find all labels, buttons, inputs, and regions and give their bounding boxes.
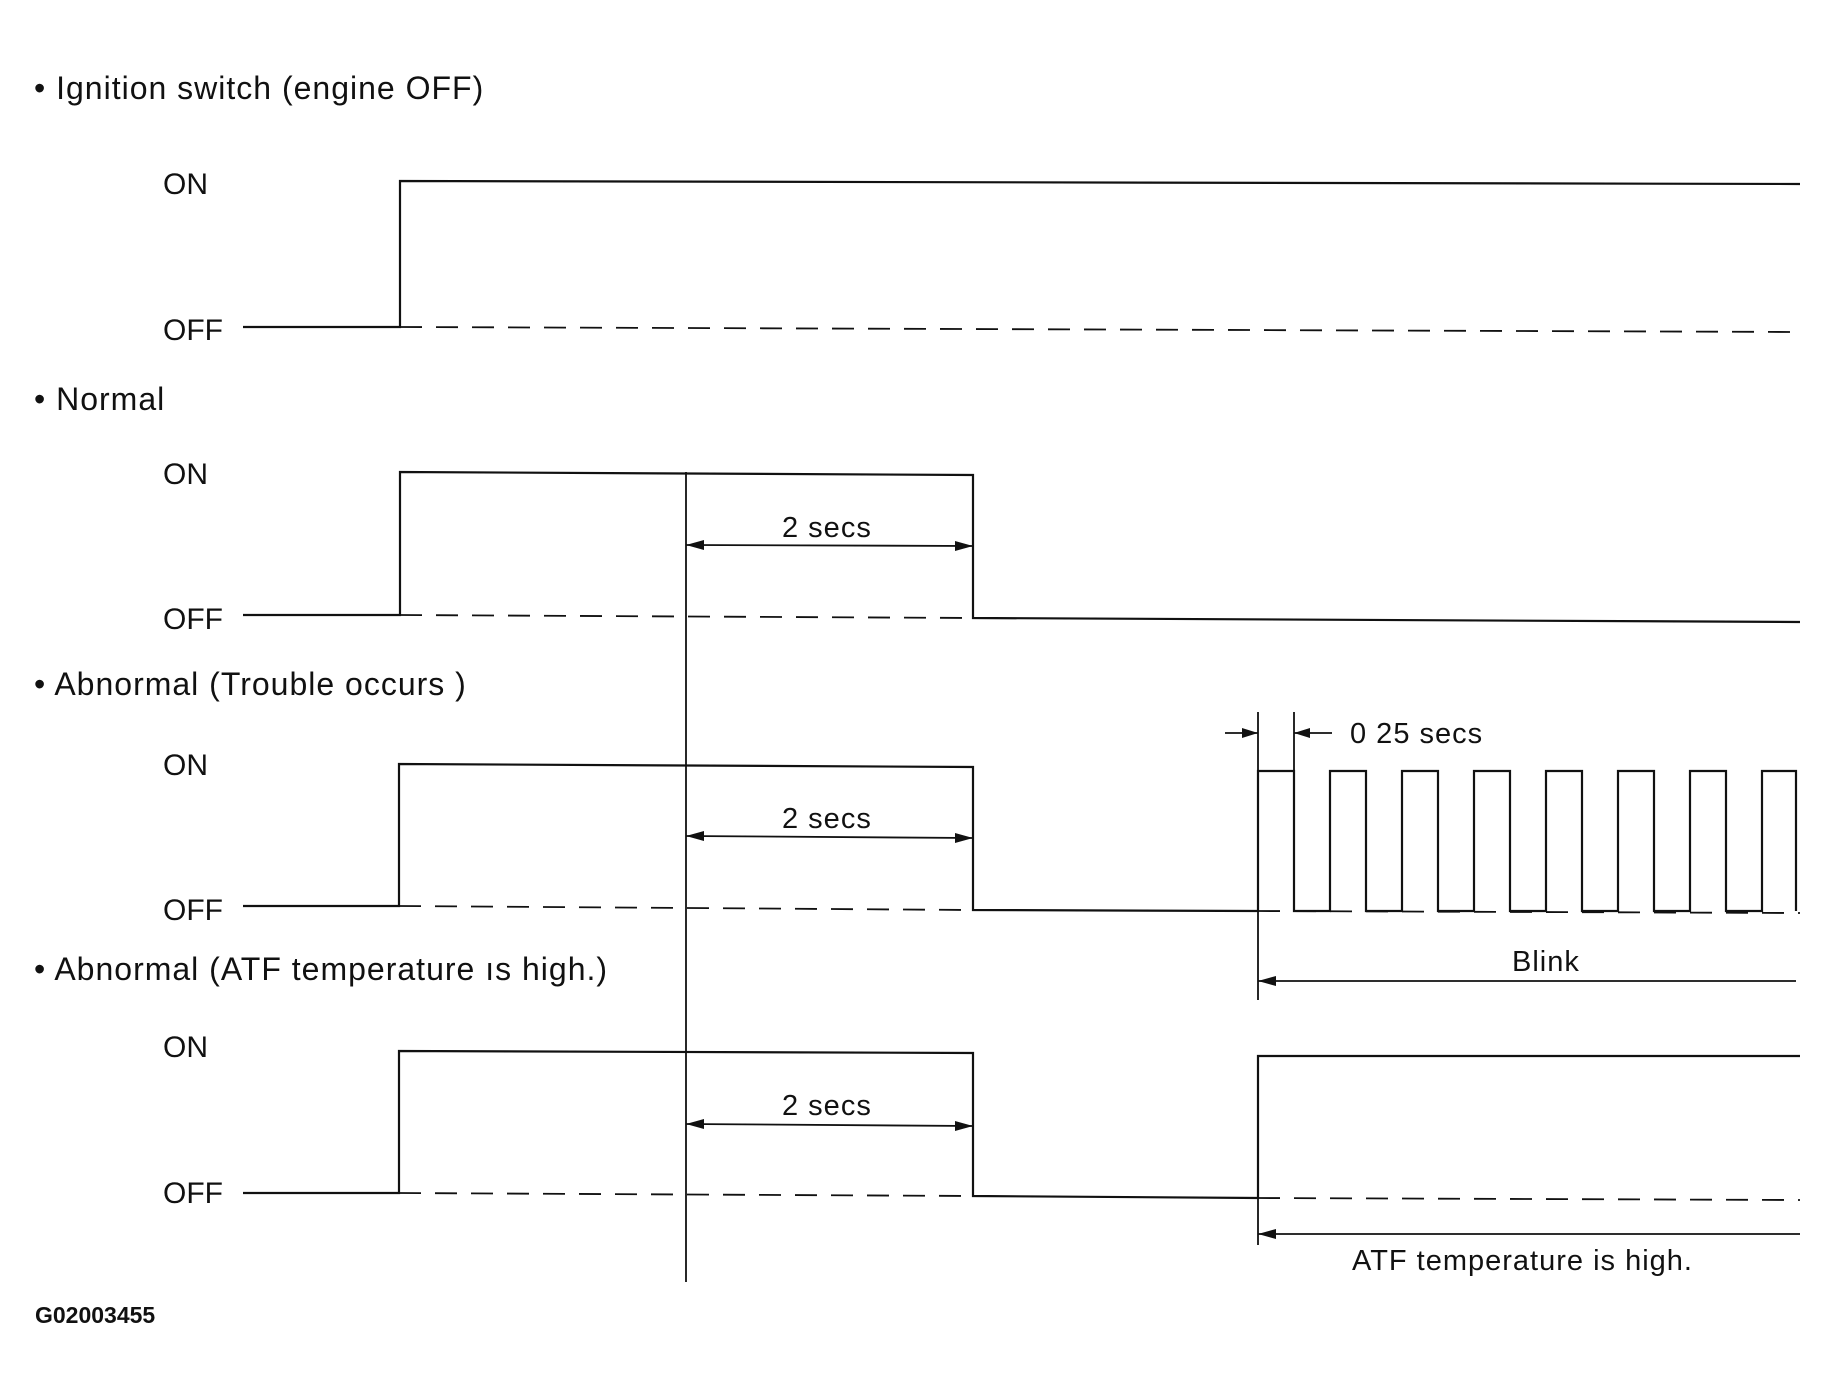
normal-duration-label: 2 secs <box>782 512 872 544</box>
trouble-off-label: OFF <box>163 894 223 927</box>
normal-signal-trace <box>243 470 1801 624</box>
normal-on-label: ON <box>163 458 208 491</box>
trouble-duration-arrow-left <box>686 831 704 841</box>
trouble-duration-label: 2 secs <box>782 803 872 835</box>
normal-duration-arrow-left <box>686 540 704 550</box>
blink-period-arrow-left <box>1242 728 1258 738</box>
trouble-off-baseline-2 <box>1257 910 1801 914</box>
atf-duration-arrow-left <box>686 1119 704 1129</box>
trouble-section-title: • Abnormal (Trouble occurs ) <box>34 666 467 702</box>
ignition-on-label: ON <box>163 168 208 201</box>
ignition-off-label: OFF <box>163 314 223 347</box>
normal-section-title: • Normal <box>34 381 165 417</box>
trouble-duration-dimension <box>685 835 974 839</box>
atf-high-arrow <box>1258 1229 1276 1239</box>
atf-off-baseline-1 <box>398 1192 974 1197</box>
atf-high-label: ATF temperature is high. <box>1352 1245 1693 1277</box>
atf-section-title: • Abnormal (ATF temperature ıs high.) <box>34 951 608 987</box>
figure-code: G02003455 <box>35 1302 155 1328</box>
atf-on-label: ON <box>163 1031 208 1064</box>
blink-arrow <box>1258 976 1276 986</box>
trouble-off-baseline-1 <box>398 905 974 911</box>
atf-duration-dimension <box>685 1123 974 1127</box>
atf-duration-label: 2 secs <box>782 1090 872 1122</box>
ignition-off-baseline <box>399 326 1801 333</box>
blink-label: Blink <box>1512 946 1580 978</box>
ignition-section-title: • Ignition switch (engine OFF) <box>34 70 484 106</box>
ignition-signal-trace <box>243 179 1801 329</box>
blink-period-label: 0 25 secs <box>1350 718 1483 750</box>
trouble-signal-trace <box>243 762 1798 913</box>
normal-duration-arrow-right <box>955 541 973 551</box>
blink-period-arrow-right <box>1294 728 1310 738</box>
normal-off-baseline <box>399 614 974 619</box>
normal-duration-dimension <box>685 544 974 547</box>
atf-signal-trace <box>243 1049 1800 1200</box>
normal-off-label: OFF <box>163 603 223 636</box>
atf-off-baseline-2 <box>1257 1197 1801 1201</box>
trouble-on-label: ON <box>163 749 208 782</box>
atf-duration-arrow-right <box>955 1121 973 1131</box>
trouble-duration-arrow-right <box>955 833 973 843</box>
atf-off-label: OFF <box>163 1177 223 1210</box>
